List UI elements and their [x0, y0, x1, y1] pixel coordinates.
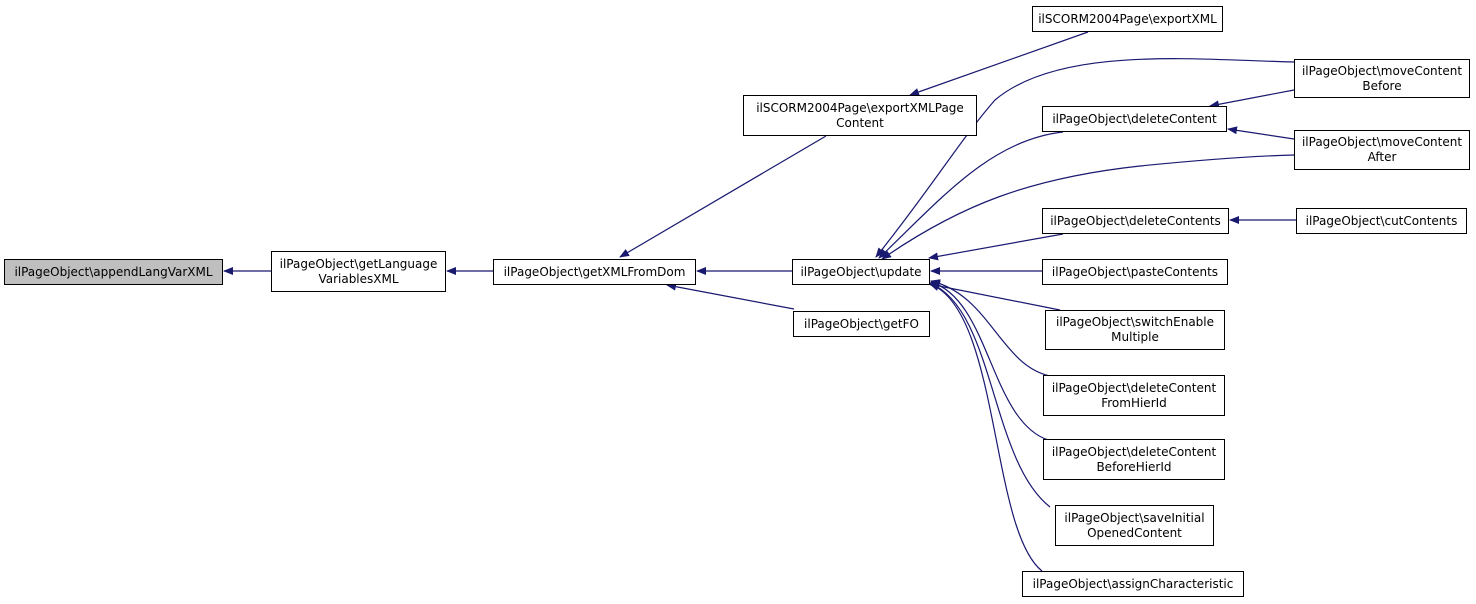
node-label: ilPageObject\deleteContent [1052, 111, 1217, 126]
node-label: ilPageObject\moveContent [1301, 135, 1463, 149]
node-label: ilPageObject\deleteContent [1051, 444, 1217, 459]
node-update[interactable]: ilPageObject\update [792, 259, 930, 285]
node-deleteContents[interactable]: ilPageObject\deleteContents [1042, 208, 1229, 234]
node-label: ilPageObject\assignCharacteristic [1032, 576, 1234, 591]
node-assignCharacteristic[interactable]: ilPageObject\assignCharacteristic [1022, 571, 1244, 597]
node-label: After [1367, 150, 1397, 164]
node-cutContents[interactable]: ilPageObject\cutContents [1296, 208, 1467, 234]
edge-moveContentAfter-to-update [881, 154, 1295, 260]
node-label: ilPageObject\getLanguage [279, 256, 438, 271]
node-label: ilPageObject\moveContent [1301, 63, 1463, 78]
edge-getFO-to-getXMLFromDom [666, 282, 795, 310]
node-label: ilPageObject\deleteContent [1051, 380, 1217, 395]
node-label: Before [1362, 78, 1402, 93]
node-moveContentAfter[interactable]: ilPageObject\moveContent After [1294, 130, 1470, 170]
edge-exportXMLPageContent-to-getXMLFromDom [619, 135, 827, 258]
node-getXMLFromDom[interactable]: ilPageObject\getXMLFromDom [493, 259, 696, 285]
node-label: ilPageObject\pasteContents [1051, 264, 1219, 279]
edge-exportXML-to-exportXMLPageContent [909, 31, 1089, 96]
edge-saveInitialOpenedContent-to-update [929, 282, 1051, 508]
edge-deleteContents-to-update [928, 233, 1064, 261]
node-deleteContent[interactable]: ilPageObject\deleteContent [1042, 106, 1227, 132]
node-appendLangVarXML[interactable]: ilPageObject\appendLangVarXML [4, 259, 223, 285]
node-deleteContentFromHierId[interactable]: ilPageObject\deleteContent FromHierId [1043, 375, 1225, 416]
node-label: Multiple [1111, 330, 1159, 344]
node-label: ilPageObject\saveInitial [1064, 510, 1205, 525]
node-label: Content [836, 115, 884, 130]
node-deleteContentBeforeHierId[interactable]: ilPageObject\deleteContent BeforeHierId [1043, 439, 1225, 480]
node-exportXML[interactable]: ilSCORM2004Page\exportXML [1032, 6, 1223, 32]
node-label: ilPageObject\getFO [804, 316, 919, 331]
node-label: ilPageObject\getXMLFromDom [503, 264, 686, 279]
node-switchEnableMultiple[interactable]: ilPageObject\switchEnable Multiple [1045, 310, 1225, 350]
edge-moveContentBefore-to-update [875, 58, 1295, 258]
node-label: ilPageObject\appendLangVarXML [14, 264, 213, 279]
node-label: FromHierId [1101, 395, 1167, 410]
node-label: ilSCORM2004Page\exportXMLPage [756, 100, 964, 115]
edge-deleteContentFromHierId-to-update [930, 279, 1051, 377]
edge-moveContentBefore-to-deleteContent [1209, 89, 1295, 109]
node-exportXMLPageContent[interactable]: ilSCORM2004Page\exportXMLPage Content [743, 95, 977, 136]
node-label: ilPageObject\cutContents [1305, 213, 1458, 228]
node-label: OpenedContent [1087, 525, 1182, 540]
node-label: ilPageObject\update [800, 264, 922, 279]
node-moveContentBefore[interactable]: ilPageObject\moveContent Before [1294, 59, 1470, 98]
node-pasteContents[interactable]: ilPageObject\pasteContents [1042, 259, 1228, 285]
node-getLanguageVariablesXML[interactable]: ilPageObject\getLanguage VariablesXML [271, 251, 446, 292]
node-label: ilPageObject\switchEnable [1055, 315, 1215, 329]
edge-assignCharacteristic-to-update [929, 283, 1043, 572]
node-label: ilSCORM2004Page\exportXML [1038, 11, 1217, 26]
node-saveInitialOpenedContent[interactable]: ilPageObject\saveInitial OpenedContent [1055, 505, 1214, 546]
edge-deleteContentBeforeHierId-to-update [930, 280, 1049, 441]
node-getFO[interactable]: ilPageObject\getFO [793, 311, 930, 337]
node-label: VariablesXML [318, 271, 399, 286]
node-label: BeforeHierId [1096, 459, 1172, 474]
node-label: ilPageObject\deleteContents [1050, 213, 1221, 228]
edge-deleteContent-to-update [878, 131, 1064, 259]
edge-moveContentAfter-to-deleteContent [1227, 126, 1295, 140]
